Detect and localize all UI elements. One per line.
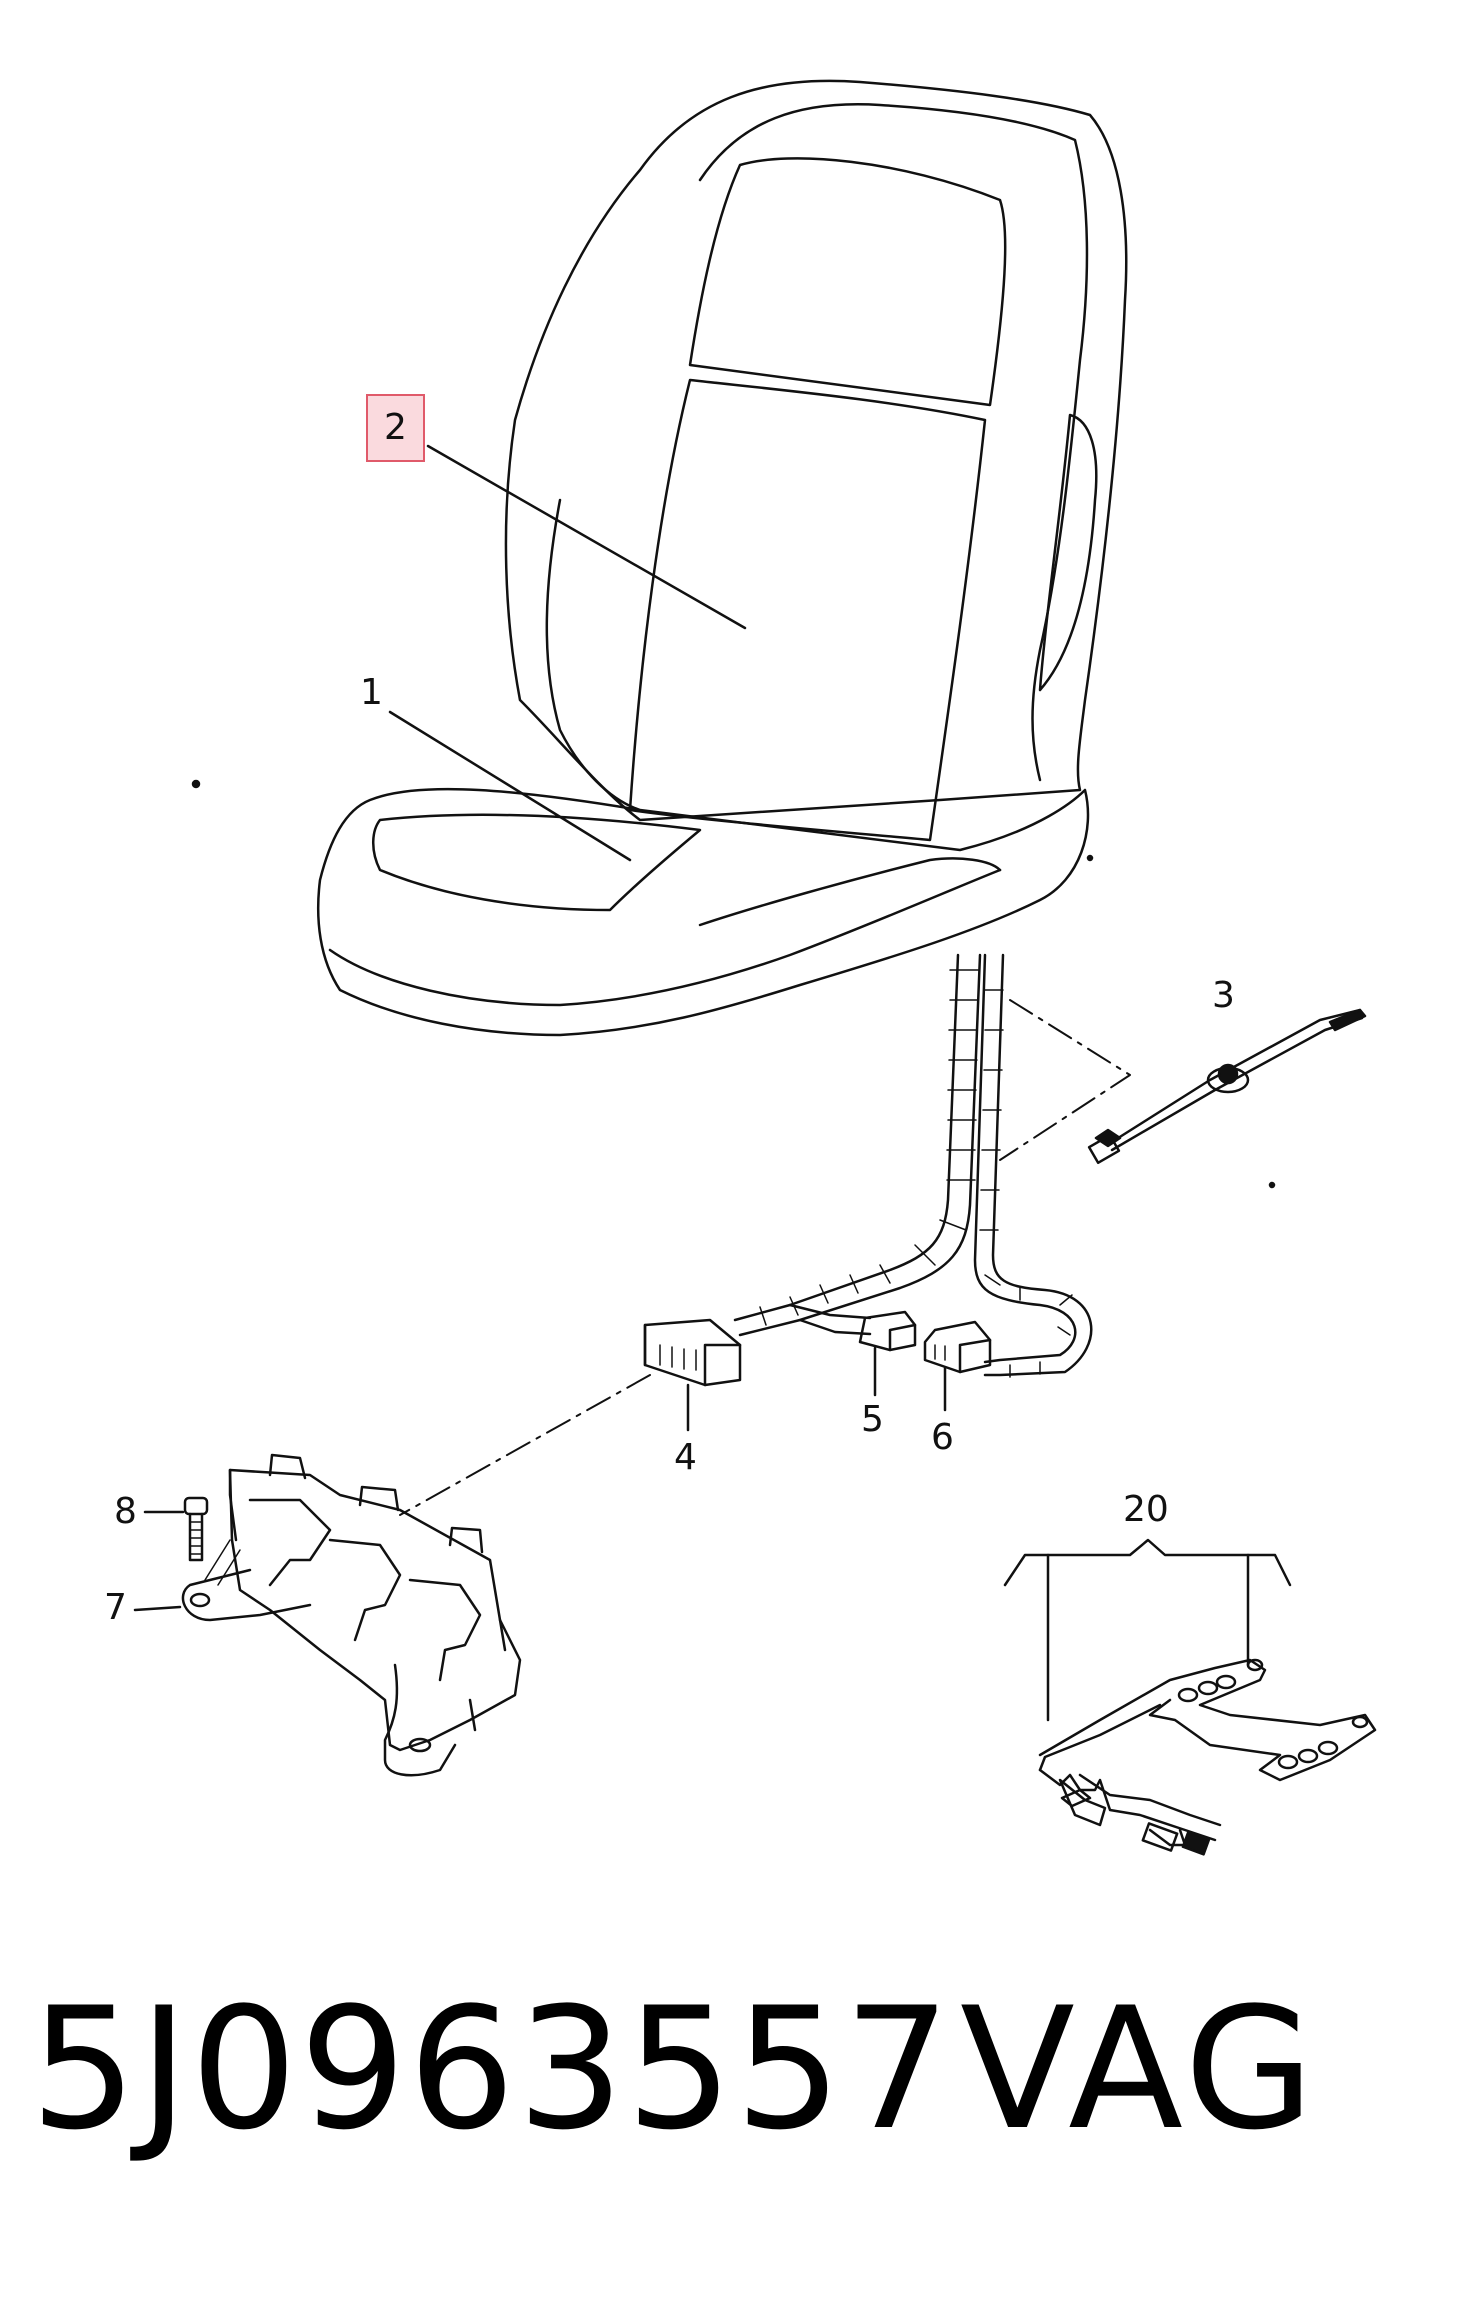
stray-dot-3: [1088, 856, 1092, 860]
part-number: 5J0963557: [30, 1971, 953, 2167]
wiring-harness: [735, 955, 1091, 1377]
leader-dashdot-4: [400, 1375, 650, 1515]
seat-backrest: [506, 81, 1126, 820]
seat-backrest-inner: [700, 104, 1087, 780]
callout-4: 4: [674, 1437, 697, 1478]
leader-line-1: [390, 712, 630, 860]
backrest-lower-pad: [630, 380, 985, 840]
backrest-upper-pad: [690, 158, 1005, 405]
seat-cushion-front-edge: [330, 870, 1000, 1005]
sensor-cable-part-3: [1089, 1010, 1365, 1163]
leader-line-7: [135, 1607, 180, 1610]
seat-wiring-diagram: [0, 0, 1481, 1900]
stray-dot-2: [1270, 1183, 1274, 1187]
backrest-left-edge: [547, 500, 640, 810]
callout-1: 1: [360, 672, 383, 713]
backrest-side-bolster: [1040, 415, 1096, 690]
callout-20: 20: [1123, 1489, 1169, 1530]
bracket-part-7: [183, 1455, 520, 1775]
seat-cushion: [318, 789, 1088, 1035]
connector-part-5: [860, 1312, 915, 1350]
callout-3: 3: [1212, 975, 1235, 1016]
part-number-bar: 5J0963557 VAG: [0, 1985, 1481, 2185]
harness-hatching: [760, 970, 1072, 1377]
seat-cushion-bolster: [700, 858, 1000, 925]
callout-8: 8: [114, 1491, 137, 1532]
stray-dot: [193, 781, 199, 787]
seat-cushion-top-pad: [373, 815, 700, 910]
leader-dashdot-3: [1000, 1000, 1130, 1160]
brand-name: VAG: [960, 1971, 1319, 2167]
callout-6: 6: [931, 1417, 954, 1458]
leader-line-2: [428, 446, 745, 628]
leader-screw-bracket: [205, 1540, 240, 1585]
wiring-part-20: [1040, 1660, 1375, 1854]
screw-part-8: [185, 1498, 207, 1560]
callout-2: 2: [366, 394, 425, 462]
connector-part-4: [645, 1320, 740, 1385]
callout-5: 5: [861, 1399, 884, 1440]
bracket-label-20: [1005, 1540, 1290, 1585]
connector-part-6: [925, 1322, 990, 1372]
callout-7: 7: [104, 1587, 127, 1628]
